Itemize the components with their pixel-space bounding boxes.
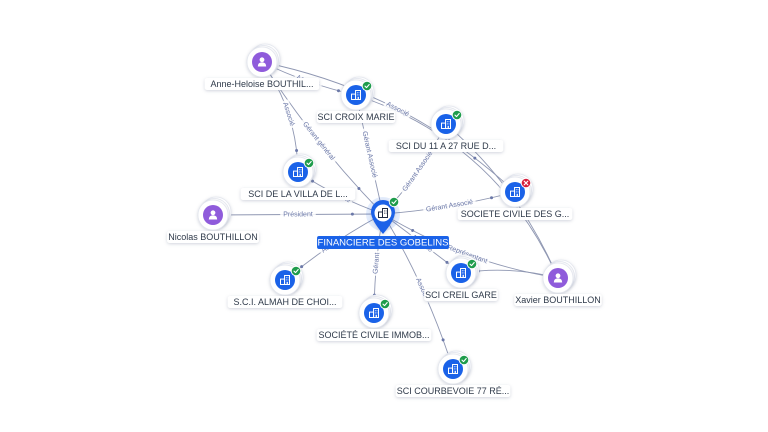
active-status-icon [388,196,400,208]
node-label-bg [424,289,498,301]
active-status-icon [466,258,478,270]
node-label: Anne-Heloise BOUTHIL... [210,79,313,89]
edge-label-bg [370,250,383,277]
node-label-bg [316,329,432,341]
closed-status-icon [520,177,532,189]
edge-label: Gérant [372,252,381,274]
edge-arrow-marker [300,265,304,269]
node-label: SCI DE LA VILLA DE L... [248,189,348,199]
person-icon [208,210,218,220]
building-icon [510,187,520,197]
edge-label-bg [398,147,437,196]
node-label-bg [316,111,396,123]
node-label-bg [395,385,511,397]
building-icon [280,275,290,285]
person-icon [553,273,563,283]
company-node-n2[interactable]: SCI CROIX MARIE [316,76,396,123]
building-icon [293,167,303,177]
node-label: SCI CROIX MARIE [317,112,394,122]
node-label: SCI CREIL GARE [425,290,497,300]
company-node-n10[interactable]: SOCIÉTÉ CIVILE IMMOB... [316,294,432,341]
edge-arrow-marker [411,229,415,233]
node-label-bg [227,296,343,308]
active-status-icon [379,298,391,310]
edge-arrow-marker [311,179,315,183]
building-icon [441,119,451,129]
company-node-n7[interactable]: S.C.I. ALMAH DE CHOI... [227,261,343,308]
edge-arrow-marker [295,149,299,153]
node-label: SCI DU 11 A 27 RUE D... [396,141,496,151]
building-icon [351,90,361,100]
node-label: Xavier BOUTHILLON [515,295,601,305]
node-label-bg [388,140,504,152]
edge-arrow-marker [445,260,449,264]
company-node-n3[interactable]: SCI DU 11 A 27 RUE D... [388,105,504,152]
person-icon [257,57,267,67]
edge-label-bg [422,197,477,215]
person-node-n9[interactable]: Xavier BOUTHILLON [514,259,602,306]
active-status-icon [458,354,470,366]
building-icon [369,308,379,318]
node-label: SOCIETE CIVILE DES G... [461,209,570,219]
building-icon [448,364,458,374]
edge-label-bg [359,127,380,182]
edge-label: Gérant Associé [402,150,435,193]
company-node-n5[interactable]: SOCIETE CIVILE DES G... [457,173,573,220]
building-icon [456,268,466,278]
edge-label-bg [280,209,316,220]
edge-arrow-marker [473,156,477,160]
node-label: SOCIÉTÉ CIVILE IMMOB... [318,330,429,340]
node-label: SCI COURBEVOIE 77 RÉ... [397,386,510,396]
building-icon [378,208,388,218]
edge-arrow-marker [336,89,340,93]
company-node-n4[interactable]: SCI DE LA VILLA DE L... [240,153,356,200]
edge-arrow-marker [357,186,361,190]
person-node-n6[interactable]: Nicolas BOUTHILLON [167,196,259,243]
company-node-n11[interactable]: SCI COURBEVOIE 77 RÉ... [395,350,511,397]
edge-arrow-marker [441,338,445,342]
active-status-icon [290,265,302,277]
node-label-bg [457,208,573,220]
node-label: S.C.I. ALMAH DE CHOI... [233,297,336,307]
active-status-icon [451,109,463,121]
edge-label-bg [298,117,339,165]
active-status-icon [361,80,373,92]
node-label: Nicolas BOUTHILLON [168,232,258,242]
edge-label-bg [279,99,298,130]
edge-label: Président [283,211,313,218]
person-node-n1[interactable]: Anne-Heloise BOUTHIL... [204,43,320,90]
edge-label-bg [444,242,491,267]
edge-arrow-marker [350,212,354,216]
node-layer: Anne-Heloise BOUTHIL... SCI CROIX MARIE SC… [167,43,602,397]
edge-arrow-marker [490,196,494,200]
edge-label-bg [382,98,413,120]
node-label-bg [167,231,259,243]
center-node[interactable]: FINANCIERE DES GOBELINS [317,196,449,249]
node-label-bg [514,294,602,306]
company-node-n8[interactable]: SCI CREIL GARE [424,254,498,301]
active-status-icon [303,157,315,169]
node-label-bg [240,188,356,200]
center-label-bg [317,236,449,249]
center-node-label: FINANCIERE DES GOBELINS [318,238,449,249]
node-label-bg [204,78,320,90]
